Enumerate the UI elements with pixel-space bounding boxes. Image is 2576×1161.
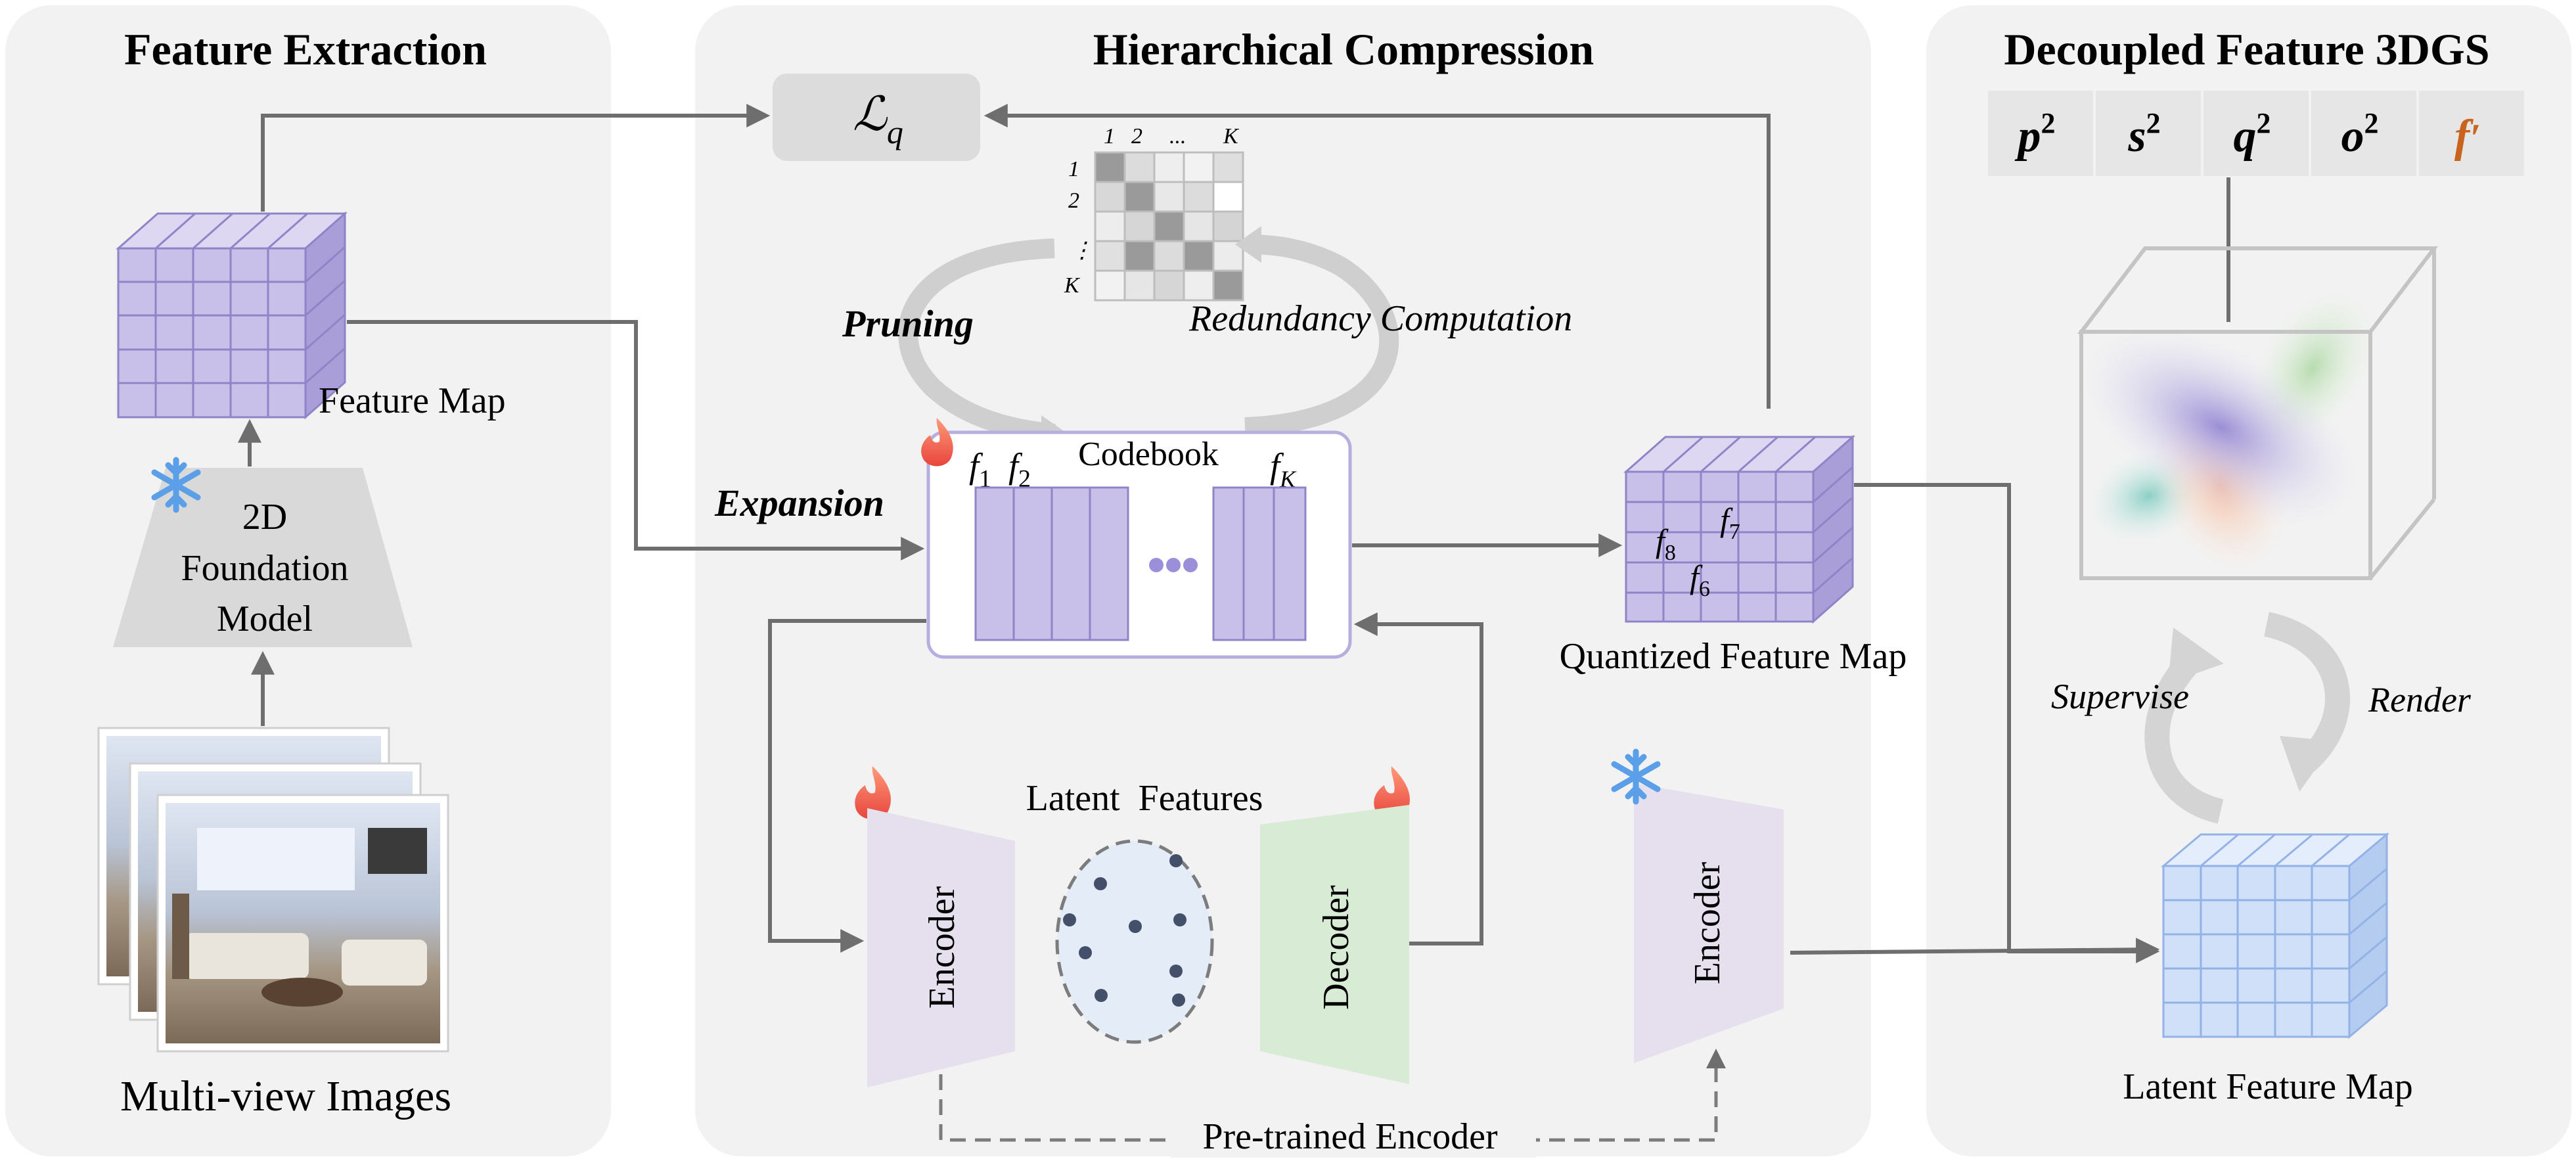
title-hierarchical-compression: Hierarchical Compression xyxy=(1093,24,1594,74)
matrix-indices: 1 2 ... K 1 2 ⋮ K xyxy=(1064,124,1240,298)
room-photo-detail xyxy=(172,828,427,1007)
encoder-pretrained-label: Encoder xyxy=(1687,861,1728,984)
arrow-decoder-to-codebook xyxy=(1353,612,1483,945)
pretrained-label-bg xyxy=(1171,1117,1536,1158)
feature-map-label: Feature Map xyxy=(319,380,506,421)
render-arrowhead xyxy=(2280,736,2336,792)
matrix-col-dots: ... xyxy=(1169,124,1186,148)
attr-q: q2 xyxy=(2234,107,2271,162)
fire-trainable-icon xyxy=(921,418,953,467)
pruning-label: Pruning xyxy=(842,302,974,345)
pruning-cycle-arrow xyxy=(898,239,1056,444)
decoder-block xyxy=(1260,805,1409,1084)
pretrained-encoder-label: Pre-trained Encoder xyxy=(1202,1116,1498,1157)
supervise-arrowhead xyxy=(2168,627,2224,683)
attr-cell-o xyxy=(2311,91,2416,176)
redundancy-label: Redundancy Computation xyxy=(1188,298,1572,339)
loss-label: ℒq xyxy=(853,88,903,150)
panel-decoupled-3dgs xyxy=(1926,5,2571,1156)
supervise-label: Supervise xyxy=(2051,677,2189,716)
encoder-trainable-block xyxy=(867,808,1015,1087)
arrow-quantized-to-loss xyxy=(983,104,1771,409)
redundancy-matrix xyxy=(1094,151,1244,302)
foundation-model-line1: 2D xyxy=(242,497,287,537)
render-label: Render xyxy=(2368,680,2472,719)
snowflake-encoder-icon xyxy=(1611,748,1661,805)
latent-features-label: Latent Features xyxy=(1026,778,1263,819)
multi-view-images-label: Multi-view Images xyxy=(120,1072,451,1120)
codebook-label: Codebook xyxy=(1078,436,1219,473)
loss-box xyxy=(773,74,980,161)
latent-feature-map-label: Latent Feature Map xyxy=(2123,1066,2413,1107)
attr-o: o2 xyxy=(2341,107,2379,162)
encoder-trainable-label: Encoder xyxy=(922,886,962,1009)
fire-encoder-icon xyxy=(855,766,892,819)
expansion-label: Expansion xyxy=(714,482,884,524)
matrix-col-k: K xyxy=(1223,124,1240,148)
attr-p: p2 xyxy=(2015,107,2056,162)
foundation-model-block xyxy=(113,468,413,647)
gaussian-attributes-row: p2 s2 q2 o2 f′ xyxy=(1988,91,2524,176)
codebook-vectors-left xyxy=(974,486,1129,641)
attr-s: s2 xyxy=(2127,107,2160,162)
latent-feature-map-cube xyxy=(2160,832,2390,1039)
quantized-feature-map-label: Quantized Feature Map xyxy=(1560,636,1907,677)
foundation-model-line2: Foundation xyxy=(181,548,348,589)
attr-cell-f xyxy=(2419,91,2524,176)
attr-cell-q xyxy=(2203,91,2309,176)
attr-f: f′ xyxy=(2454,111,2481,162)
gaussian-blobs xyxy=(2082,288,2376,571)
redundancy-cycle-arrow xyxy=(1244,235,1399,437)
attr-cell-s xyxy=(2096,91,2201,176)
arrow-codebook-to-encoder xyxy=(768,619,926,953)
decoder-label: Decoder xyxy=(1316,885,1357,1010)
codebook-vectors-right xyxy=(1212,486,1307,641)
codebook-ellipsis xyxy=(1149,558,1198,572)
multi-view-images-stack xyxy=(97,727,449,1053)
title-feature-extraction: Feature Extraction xyxy=(124,24,487,74)
matrix-row-1: 1 xyxy=(1068,157,1079,181)
arrow-featuremap-to-loss xyxy=(261,104,771,212)
snowflake-frozen-icon xyxy=(151,457,201,513)
arrow-quantized-to-latent-map xyxy=(1854,483,2160,963)
matrix-col-1: 1 xyxy=(1104,124,1115,148)
arrow-featuremap-to-codebook xyxy=(347,320,925,560)
gaussian-cube-front xyxy=(2079,330,2372,580)
feature-map-cube xyxy=(116,211,348,420)
loss-subscript: q xyxy=(887,114,903,150)
latent-features-space xyxy=(1055,839,1214,1044)
matrix-col-2: 2 xyxy=(1131,124,1142,148)
encoder-pretrained-block xyxy=(1634,783,1784,1063)
title-decoupled-3dgs: Decoupled Feature 3DGS xyxy=(2004,24,2489,74)
matrix-row-2: 2 xyxy=(1068,189,1079,213)
foundation-model-line3: Model xyxy=(217,599,313,639)
quantized-feature-map-cube xyxy=(1623,434,1855,624)
matrix-row-k: K xyxy=(1064,273,1081,298)
latent-feature-points xyxy=(1063,854,1186,1007)
matrix-row-dots: ⋮ xyxy=(1071,239,1093,263)
supervise-cycle-arrow xyxy=(2144,648,2224,824)
attr-cell-p xyxy=(1988,91,2093,176)
